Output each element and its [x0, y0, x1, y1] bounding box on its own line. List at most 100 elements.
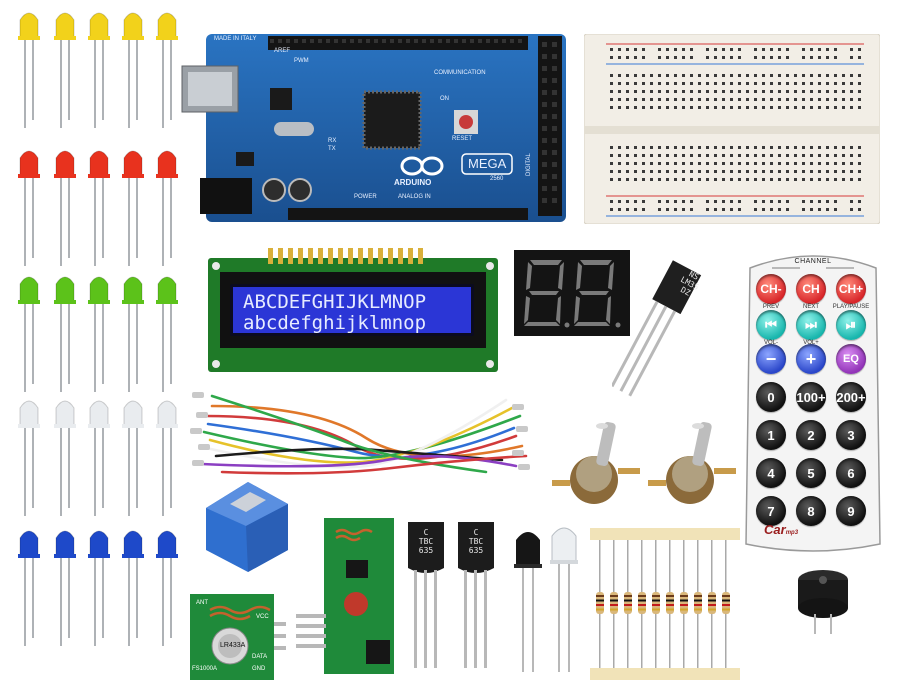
potentiometer-2-graphic: [648, 421, 736, 504]
transistor-1-label-line-2: TBC: [418, 537, 434, 546]
remote-button-row1-2[interactable]: CH: [796, 274, 826, 304]
led-white-1: [18, 396, 40, 516]
jumper-wires-graphic: [190, 392, 530, 475]
rf-data-label: DATA: [252, 654, 268, 660]
rf-gnd-label: GND: [252, 666, 266, 672]
led-yellow-3: [88, 8, 110, 128]
rf-transmitter-module: ANT LR433A FS1000A VCC DATA GND: [190, 590, 286, 682]
arduino-brand-label: ARDUINO: [394, 178, 432, 187]
communication-label: COMMUNICATION: [434, 70, 486, 76]
transistor-1: C TBC 635: [406, 522, 446, 670]
arduino-board-graphic: [181, 34, 566, 222]
power-label: POWER: [354, 194, 377, 200]
ir-emitter-graphic: [550, 527, 578, 672]
remote-sublabel-row1-1: PREV: [762, 304, 780, 310]
rf-vcc-label: VCC: [256, 614, 269, 620]
remote-button-row6-1[interactable]: 4: [756, 458, 786, 488]
remote-button-row7-3[interactable]: 9: [836, 496, 866, 526]
remote-button-row4-1[interactable]: 0: [756, 382, 786, 412]
remote-button-row4-3[interactable]: 200+: [836, 382, 866, 412]
led-white-4: [122, 396, 144, 516]
remote-button-row5-3[interactable]: 3: [836, 420, 866, 450]
remote-button-row2-1[interactable]: ⏮: [756, 310, 786, 340]
remote-button-row2-2[interactable]: ⏭: [796, 310, 826, 340]
rx-label: RX: [328, 138, 337, 144]
led-green-1: [18, 272, 40, 392]
reset-label: RESET: [452, 136, 473, 142]
mega-label: MEGA: [468, 156, 507, 171]
resistor-strip-graphic: [590, 528, 740, 680]
relay-graphic: [206, 482, 288, 572]
led-green-4: [122, 272, 144, 392]
remote-sublabel-row2-1: VOL-: [763, 340, 778, 346]
remote-brand-small: mp3: [785, 530, 799, 536]
transistor-2-label-line-2: TBC: [468, 537, 484, 546]
remote-sublabel-row2-2: VOL+: [803, 340, 819, 346]
remote-button-row5-1[interactable]: 1: [756, 420, 786, 450]
remote-button-row5-2[interactable]: 2: [796, 420, 826, 450]
transistor-1-label: C TBC 635: [410, 528, 442, 555]
led-blue-3: [88, 526, 110, 646]
remote-channel-title: CHANNEL: [794, 258, 832, 265]
led-red-5: [156, 146, 178, 266]
remote-brand-name: Car: [764, 522, 786, 537]
remote-button-row6-3[interactable]: 6: [836, 458, 866, 488]
rf-receiver-module: [296, 516, 400, 676]
remote-button-row3-3[interactable]: EQ: [836, 344, 866, 374]
analog-in-label: ANALOG IN: [398, 194, 431, 200]
seven-segment-display: [514, 250, 630, 336]
remote-button-row7-2[interactable]: 8: [796, 496, 826, 526]
led-red-4: [122, 146, 144, 266]
led-green-2: [54, 272, 76, 392]
led-blue-5: [156, 526, 178, 646]
arduino-mega-board: MADE IN ITALY COMMUNICATION PWM DIGITAL …: [178, 26, 568, 226]
led-yellow-1: [18, 8, 40, 128]
remote-sublabel-row1-2: NEXT: [802, 304, 819, 310]
lcd-line-1: ABCDEFGHIJKLMNOP: [243, 291, 427, 313]
ir-receiver-graphic: [514, 532, 542, 672]
led-green-3: [88, 272, 110, 392]
led-yellow-5: [156, 8, 178, 128]
breadboard: [583, 33, 881, 225]
relay-module: [204, 478, 290, 574]
made-in-italy-label: MADE IN ITALY: [214, 36, 257, 42]
aref-label: AREF: [274, 48, 291, 54]
remote-button-row2-3[interactable]: ⏯: [836, 310, 866, 340]
remote-button-row6-2[interactable]: 5: [796, 458, 826, 488]
led-yellow-2: [54, 8, 76, 128]
breadboard-graphic: [583, 33, 881, 225]
transistor-2-graphic: [458, 522, 494, 668]
rf-chip-label: LR433A: [220, 642, 246, 649]
remote-button-row1-3[interactable]: CH+: [836, 274, 866, 304]
pwm-label: PWM: [294, 58, 309, 64]
transistor-1-graphic: [408, 522, 444, 668]
transistor-1-label-line-3: 635: [418, 546, 434, 555]
remote-button-row4-2[interactable]: 100+: [796, 382, 826, 412]
ir-receiver-diode: [514, 528, 542, 674]
lcd-screen: ABCDEFGHIJKLMNOP abcdefghijklmnop: [230, 284, 474, 336]
led-blue-2: [54, 526, 76, 646]
potentiometer-2: [648, 418, 738, 508]
remote-button-row7-1[interactable]: 7: [756, 496, 786, 526]
piezo-buzzer: [796, 566, 850, 636]
rf-model-label: FS1000A: [192, 666, 218, 672]
rf-receiver-graphic: [296, 518, 394, 674]
led-yellow-4: [122, 8, 144, 128]
rf-ant-label: ANT: [196, 600, 208, 606]
led-blue-1: [18, 526, 40, 646]
remote-brand: Carmp3: [764, 522, 798, 537]
remote-button-row1-1[interactable]: CH-: [756, 274, 786, 304]
transistor-2-label-line-3: 635: [468, 546, 484, 555]
lcd-line-2: abcdefghijklmnop: [243, 312, 427, 334]
ir-emitter-led: [550, 524, 578, 674]
remote-button-row3-2[interactable]: +: [796, 344, 826, 374]
resistor-strip: [590, 526, 740, 682]
transistor-1-label-line-1: C: [423, 528, 429, 537]
led-white-5: [156, 396, 178, 516]
remote-button-row3-1[interactable]: −: [756, 344, 786, 374]
led-red-1: [18, 146, 40, 266]
piezo-buzzer-graphic: [798, 570, 848, 634]
jumper-wires-bundle: [186, 376, 532, 482]
digital-label: DIGITAL: [526, 153, 532, 176]
